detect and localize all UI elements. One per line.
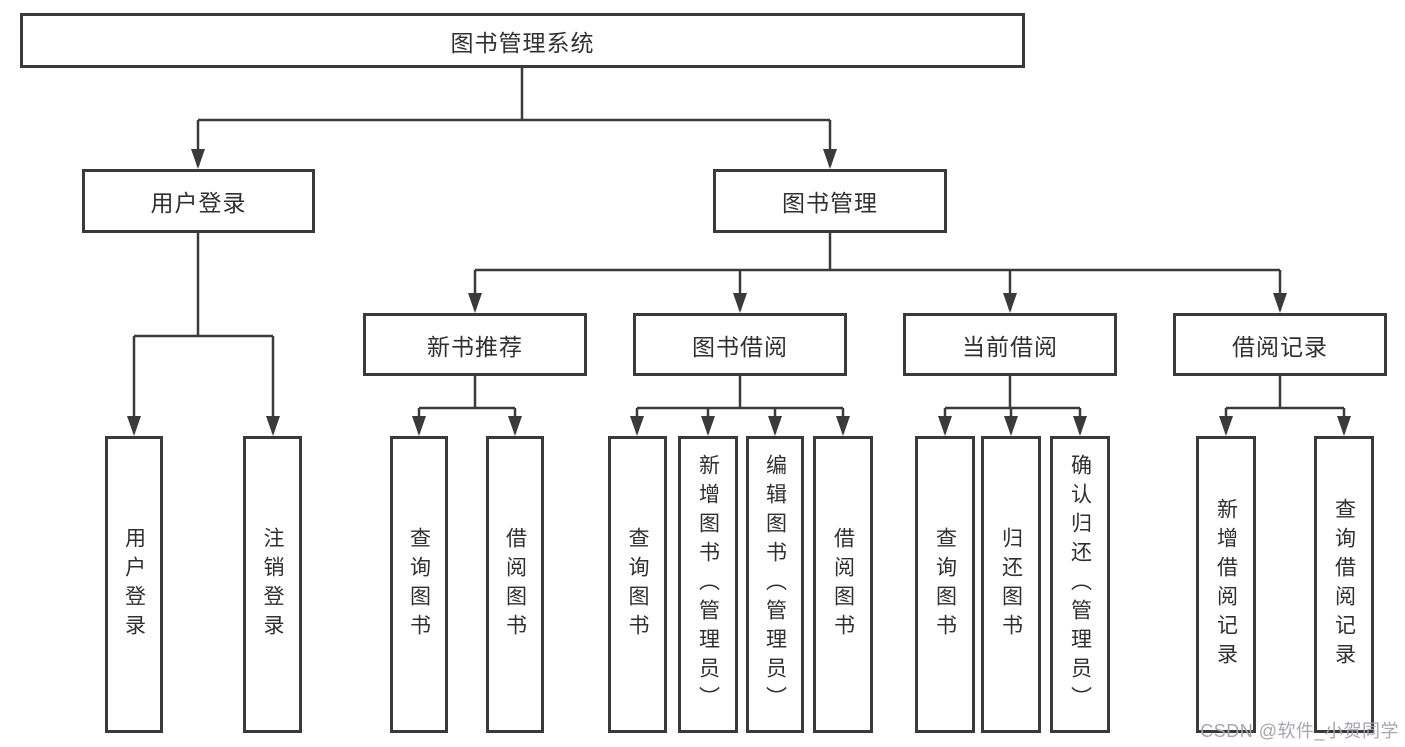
node-label: 用户登录: [150, 190, 247, 216]
leaf-return-books: 归还图书: [981, 436, 1041, 733]
node-label: 确认归还（管理员）: [1068, 454, 1092, 715]
node-book-borrowing: 图书借阅: [633, 313, 847, 376]
node-label: 图书管理: [782, 190, 878, 216]
node-label: 查询借阅记录: [1332, 497, 1356, 672]
node-label: 新书推荐: [427, 333, 523, 360]
leaf-confirm-return-admin: 确认归还（管理员）: [1050, 436, 1110, 733]
node-user-login: 用户登录: [82, 169, 315, 233]
node-library-system: 图书管理系统: [20, 13, 1025, 68]
node-label: 归还图书: [999, 526, 1023, 643]
leaf-borrow-books: 借阅图书: [813, 436, 873, 733]
leaf-edit-book-admin: 编辑图书（管理员）: [746, 436, 804, 733]
node-label: 图书借阅: [692, 333, 788, 360]
csdn-watermark: CSDN @软件_小贺同学: [1200, 721, 1399, 741]
node-label: 查询图书: [626, 526, 649, 643]
leaf-query-books-current: 查询图书: [915, 436, 975, 733]
connector-borrow-to-leaves: [635, 376, 845, 433]
leaf-add-book-admin: 新增图书（管理员）: [678, 436, 738, 733]
connector-login-to-leaves: [132, 233, 275, 433]
leaf-query-books-borrow: 查询图书: [608, 436, 667, 733]
node-borrowing-records: 借阅记录: [1173, 313, 1387, 376]
node-label: 图书管理系统: [450, 29, 595, 56]
node-label: 编辑图书（管理员）: [763, 454, 787, 715]
leaf-query-books-recommend: 查询图书: [390, 436, 448, 733]
node-label: 用户登录: [122, 526, 146, 643]
node-label: 查询图书: [933, 526, 957, 643]
leaf-logout: 注销登录: [243, 436, 302, 733]
node-label: 新增借阅记录: [1214, 497, 1238, 672]
node-label: 注销登录: [261, 526, 284, 643]
node-current-borrowing: 当前借阅: [903, 313, 1117, 376]
node-book-management: 图书管理: [713, 169, 947, 233]
node-label: 借阅图书: [503, 526, 527, 643]
leaf-borrow-books-recommend: 借阅图书: [486, 436, 544, 733]
node-label: 当前借阅: [962, 333, 1058, 360]
connector-records-to-leaves: [1224, 376, 1346, 433]
leaf-query-borrow-record: 查询借阅记录: [1314, 436, 1374, 733]
node-label: 新增图书（管理员）: [696, 454, 720, 715]
connector-newbook-to-leaves: [417, 376, 517, 433]
leaf-add-borrow-record: 新增借阅记录: [1196, 436, 1256, 733]
connector-root-to-level2: [196, 68, 832, 166]
node-label: 借阅记录: [1232, 333, 1328, 360]
node-label: 查询图书: [407, 526, 431, 643]
leaf-user-login: 用户登录: [105, 436, 163, 733]
connector-bookmgmt-to-level3: [473, 233, 1282, 310]
node-new-book-recommend: 新书推荐: [363, 313, 587, 376]
node-label: 借阅图书: [831, 526, 855, 643]
